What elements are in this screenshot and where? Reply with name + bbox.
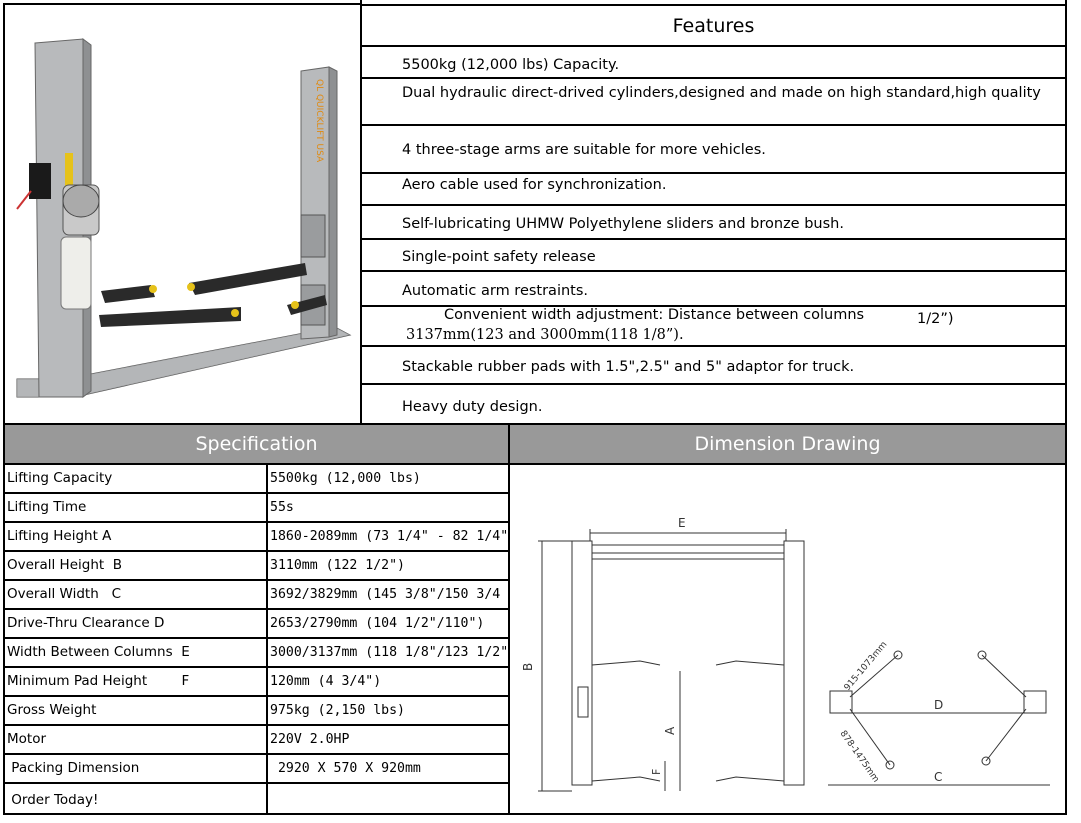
dim-label-c: C <box>934 770 942 784</box>
spec-label-cell: Lifting Time <box>3 492 268 523</box>
spec-value: 2653/2790mm (104 1/2"/110") <box>270 616 485 631</box>
brand-text: QL QUICKLIFT USA <box>314 79 324 163</box>
dim-label-e: E <box>678 516 686 530</box>
spec-value: 5500kg (12,000 lbs) <box>270 471 421 486</box>
spec-value: 55s <box>270 500 294 515</box>
width-adjust-line1: Convenient width adjustment: Distance be… <box>444 307 865 323</box>
spec-label: Lifting Time <box>7 499 87 515</box>
spec-value: 975kg (2,150 lbs) <box>270 703 405 718</box>
spec-value: 220V 2.0HP <box>270 732 350 747</box>
dim-label-b: B <box>521 663 535 671</box>
spec-label: Minimum Pad Height F <box>7 673 190 689</box>
feature-text: 5500kg (12,000 lbs) Capacity. <box>402 57 620 73</box>
spec-label: Lifting Height A <box>7 528 112 544</box>
spec-value: 3000/3137mm (118 1/8"/123 1/2" <box>270 645 508 660</box>
spec-value: 3692/3829mm (145 3/8"/150 3/4 <box>270 587 501 602</box>
dimension-header: Dimension Drawing <box>508 423 1067 465</box>
spec-label-cell: Minimum Pad Height F <box>3 666 268 697</box>
feature-text: 4 three-stage arms are suitable for more… <box>402 142 766 158</box>
dim-label-arm2: 878-1475mm <box>838 729 881 785</box>
feature-row: Single-point safety release <box>360 238 1067 272</box>
feature-text: Heavy duty design. <box>402 399 543 415</box>
spec-value: 1860-2089mm (73 1/4" - 82 1/4" <box>270 529 508 544</box>
spec-value: 3110mm (122 1/2") <box>270 558 405 573</box>
spec-label: Width Between Columns E <box>7 644 190 660</box>
spec-value-cell: 3692/3829mm (145 3/8"/150 3/4 <box>266 579 510 610</box>
spec-value-cell: 120mm (4 3/4") <box>266 666 510 697</box>
spec-value-cell: 975kg (2,150 lbs) <box>266 695 510 726</box>
lift-photo: QL QUICKLIFT USA <box>16 38 352 398</box>
dim-label-f: F <box>650 769 663 775</box>
dimension-drawing: E B A F C D 915-1073mm 878-1475mm <box>521 516 1050 792</box>
spec-label-cell: Overall Height B <box>3 550 268 581</box>
feature-text: Automatic arm restraints. <box>402 283 589 299</box>
spec-value: 120mm (4 3/4") <box>270 674 382 689</box>
feature-text: Single-point safety release <box>402 249 596 265</box>
spec-value-cell: 3110mm (122 1/2") <box>266 550 510 581</box>
feature-row: Automatic arm restraints. <box>360 270 1067 307</box>
spec-value-cell: 55s <box>266 492 510 523</box>
spec-label: Motor <box>7 731 47 747</box>
spec-value-cell: 2653/2790mm (104 1/2"/110") <box>266 608 510 639</box>
spec-value: 2920 X 570 X 920mm <box>270 761 421 776</box>
spec-label-cell: Lifting Capacity <box>3 463 268 494</box>
dim-label-d: D <box>934 698 943 712</box>
spec-label-cell: Width Between Columns E <box>3 637 268 668</box>
feature-row: Stackable rubber pads with 1.5",2.5" and… <box>360 345 1067 385</box>
spec-value-cell: 3000/3137mm (118 1/8"/123 1/2" <box>266 637 510 668</box>
spec-label: Lifting Capacity <box>7 470 113 486</box>
feature-row: Self-lubricating UHMW Polyethylene slide… <box>360 204 1067 240</box>
spec-label-cell: Gross Weight <box>3 695 268 726</box>
spec-label: Overall Height B <box>7 557 123 573</box>
spec-value-cell: 1860-2089mm (73 1/4" - 82 1/4" <box>266 521 510 552</box>
spec-label-cell: Lifting Height A <box>3 521 268 552</box>
spec-label: Gross Weight <box>7 702 97 718</box>
spec-value-cell <box>266 782 510 815</box>
features-top-strip <box>360 0 1067 6</box>
dim-label-a: A <box>663 726 677 735</box>
feature-row: Dual hydraulic direct-drived cylinders,d… <box>360 77 1067 126</box>
features-header: Features <box>360 3 1067 47</box>
spec-title: Specification <box>195 433 318 455</box>
dimension-drawing-cell: E B A F C D 915-1073mm 878-1475mm <box>508 463 1067 815</box>
feature-row: 4 three-stage arms are suitable for more… <box>360 124 1067 174</box>
dimension-title: Dimension Drawing <box>694 433 881 455</box>
spec-label-cell: Order Today! <box>3 782 268 815</box>
spec-header: Specification <box>3 423 510 465</box>
features-title: Features <box>672 15 755 37</box>
feature-row: Aero cable used for synchronization. <box>360 172 1067 206</box>
spec-value-cell: 2920 X 570 X 920mm <box>266 753 510 784</box>
feature-text: Aero cable used for synchronization. <box>402 177 667 193</box>
feature-row: 5500kg (12,000 lbs) Capacity. <box>360 45 1067 79</box>
order-today: Order Today! <box>7 792 99 808</box>
spec-label-cell: Packing Dimension <box>3 753 268 784</box>
spec-label: Drive-Thru Clearance D <box>7 615 165 631</box>
spec-label: Packing Dimension <box>7 760 140 776</box>
dim-label-arm1: 915-1073mm <box>843 640 890 693</box>
spec-label: Overall Width C <box>7 586 122 602</box>
feature-text: Dual hydraulic direct-drived cylinders,d… <box>402 85 1041 101</box>
width-adjust-line2: 3137mm(123 and 3000mm(118 1/8”). <box>406 327 684 343</box>
width-adjust-tail: 1/2”) <box>917 311 954 327</box>
spec-value-cell: 5500kg (12,000 lbs) <box>266 463 510 494</box>
feature-row-width-adjust: Convenient width adjustment: Distance be… <box>360 305 1067 347</box>
feature-text: Stackable rubber pads with 1.5",2.5" and… <box>402 359 855 375</box>
spec-label-cell: Overall Width C <box>3 579 268 610</box>
feature-text: Self-lubricating UHMW Polyethylene slide… <box>402 216 844 232</box>
spec-label-cell: Motor <box>3 724 268 755</box>
spec-label-cell: Drive-Thru Clearance D <box>3 608 268 639</box>
feature-row: Heavy duty design. <box>360 383 1067 425</box>
lift-photo-cell: QL QUICKLIFT USA <box>3 3 362 425</box>
spec-value-cell: 220V 2.0HP <box>266 724 510 755</box>
